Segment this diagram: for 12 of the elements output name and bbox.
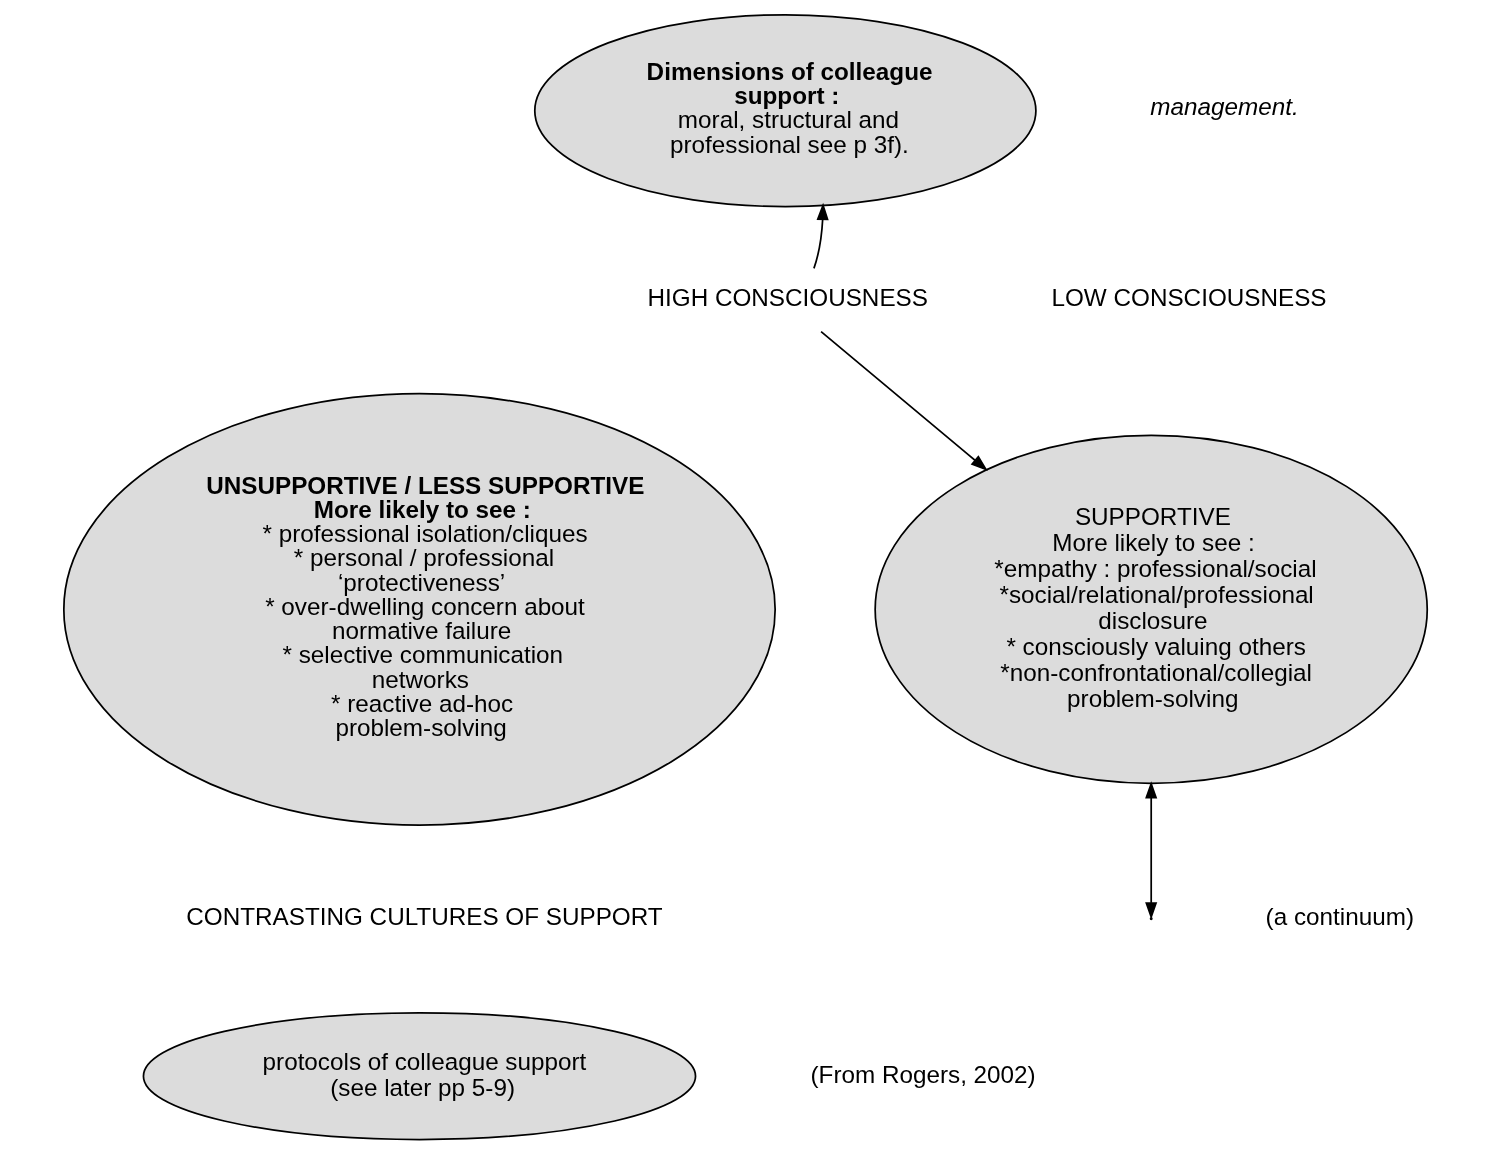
node-ellipse: UNSUPPORTIVE / LESS SUPPORTIVE More likely to see : * professional isolation/cliques * personal / professional ‘protectiveness’ * over-dwelling concern about normative failure * selective communication networks * reactive ad-hoc problem-solving [62,392,776,826]
label: (From Rogers, 2002) [809,1060,1036,1088]
node-ellipse: protocols of colleague support (see later pp 5-9) [142,1011,696,1141]
node-text: HIGH CONSCIOUSNESS [647,284,928,312]
node-ellipse: Dimensions of colleague support : moral, structural and professional see p 3f). [533,13,1037,208]
label: (a continuum) [1265,903,1414,931]
label: CONTRASTING CULTURES OF SUPPORT [185,903,663,931]
label: management. [1149,93,1299,121]
node-ellipse: SUPPORTIVE More likely to see : *empathy : professional/social *social/relational/professional disclosure * consciously valuing others *non-confrontational/collegial problem-solving [873,434,1428,785]
label: LOW CONSCIOUSNESS [1051,284,1327,312]
arrow [819,330,988,472]
arrow [812,202,829,270]
